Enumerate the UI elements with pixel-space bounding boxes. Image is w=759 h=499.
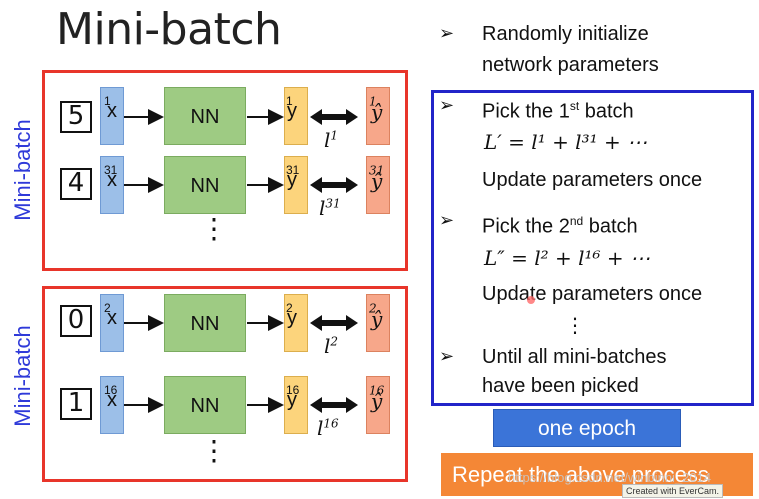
x-label: x [107, 307, 117, 329]
loss-formula-2: L″ = l² + l¹⁶ + ⋯ [484, 246, 651, 270]
page-title: Mini-batch [56, 4, 282, 55]
yhat-sup: 1 [369, 94, 377, 109]
one-epoch-label: one epoch [493, 409, 681, 447]
x-label: x [107, 169, 117, 191]
yhat-sup: 2 [369, 301, 377, 316]
double-arrow [310, 177, 358, 193]
y-sup: 16 [286, 383, 300, 397]
ellipsis: ⋮ [200, 435, 228, 466]
step-init-line2: network parameters [482, 54, 659, 76]
y-label: y [287, 169, 297, 191]
yhat-label: ŷ [371, 389, 383, 413]
evercam-badge: Created with EverCam. [622, 484, 724, 498]
bullet-icon: ➢ [439, 95, 455, 115]
x-sup: 2 [104, 301, 111, 315]
yhat-sup: 16 [369, 383, 385, 398]
loss-label: l31 [319, 196, 341, 220]
double-arrow [310, 397, 358, 413]
step-pick2: Pick the 2nd batch [482, 214, 638, 238]
ellipsis: ⋮ [565, 315, 585, 337]
nn-block: NN [164, 156, 246, 214]
x-label: x [107, 100, 117, 122]
watermark-url: https://blog.csdn.net/winbinni_2014 [508, 470, 712, 485]
yhat-label: ŷ [371, 307, 383, 331]
cursor-pointer-icon [527, 296, 535, 304]
step-update1: Update parameters once [482, 169, 703, 191]
x-sup: 31 [104, 163, 118, 177]
loss-label: l2 [324, 334, 339, 358]
yhat-label: ŷ [371, 100, 383, 124]
ellipsis: ⋮ [200, 213, 228, 244]
step-until-line1: Until all mini-batches [482, 346, 667, 368]
y-sup: 2 [286, 301, 293, 315]
bullet-icon: ➢ [439, 346, 455, 366]
double-arrow [310, 109, 358, 125]
y-label: y [287, 389, 297, 411]
mini-batch-1-box [42, 70, 408, 271]
bullet-icon: ➢ [439, 23, 455, 43]
step-until-line2: have been picked [482, 375, 639, 397]
y-sup: 1 [286, 94, 293, 108]
mini-batch-2-box [42, 286, 408, 482]
nn-block: NN [164, 87, 246, 145]
y-label: y [287, 100, 297, 122]
y-label: y [287, 307, 297, 329]
digit-image: 0 [60, 305, 92, 337]
loss-label: l1 [324, 128, 339, 152]
x-sup: 1 [104, 94, 111, 108]
nn-block: NN [164, 294, 246, 352]
nn-block: NN [164, 376, 246, 434]
yhat-label: ŷ [371, 169, 383, 193]
step-pick1: Pick the 1st batch [482, 99, 634, 123]
digit-image: 4 [60, 168, 92, 200]
bullet-icon: ➢ [439, 210, 455, 230]
double-arrow [310, 315, 358, 331]
step-init-line1: Randomly initialize [482, 23, 649, 45]
digit-image: 5 [60, 101, 92, 133]
yhat-sup: 31 [369, 163, 385, 178]
x-sup: 16 [104, 383, 118, 397]
digit-image: 1 [60, 388, 92, 420]
batch-loop-box [431, 90, 754, 406]
x-label: x [107, 389, 117, 411]
y-sup: 31 [286, 163, 300, 177]
loss-formula-1: L′ = l¹ + l³¹ + ⋯ [484, 130, 648, 154]
step-update2: Update parameters once [482, 283, 703, 305]
loss-label: l16 [317, 416, 339, 440]
